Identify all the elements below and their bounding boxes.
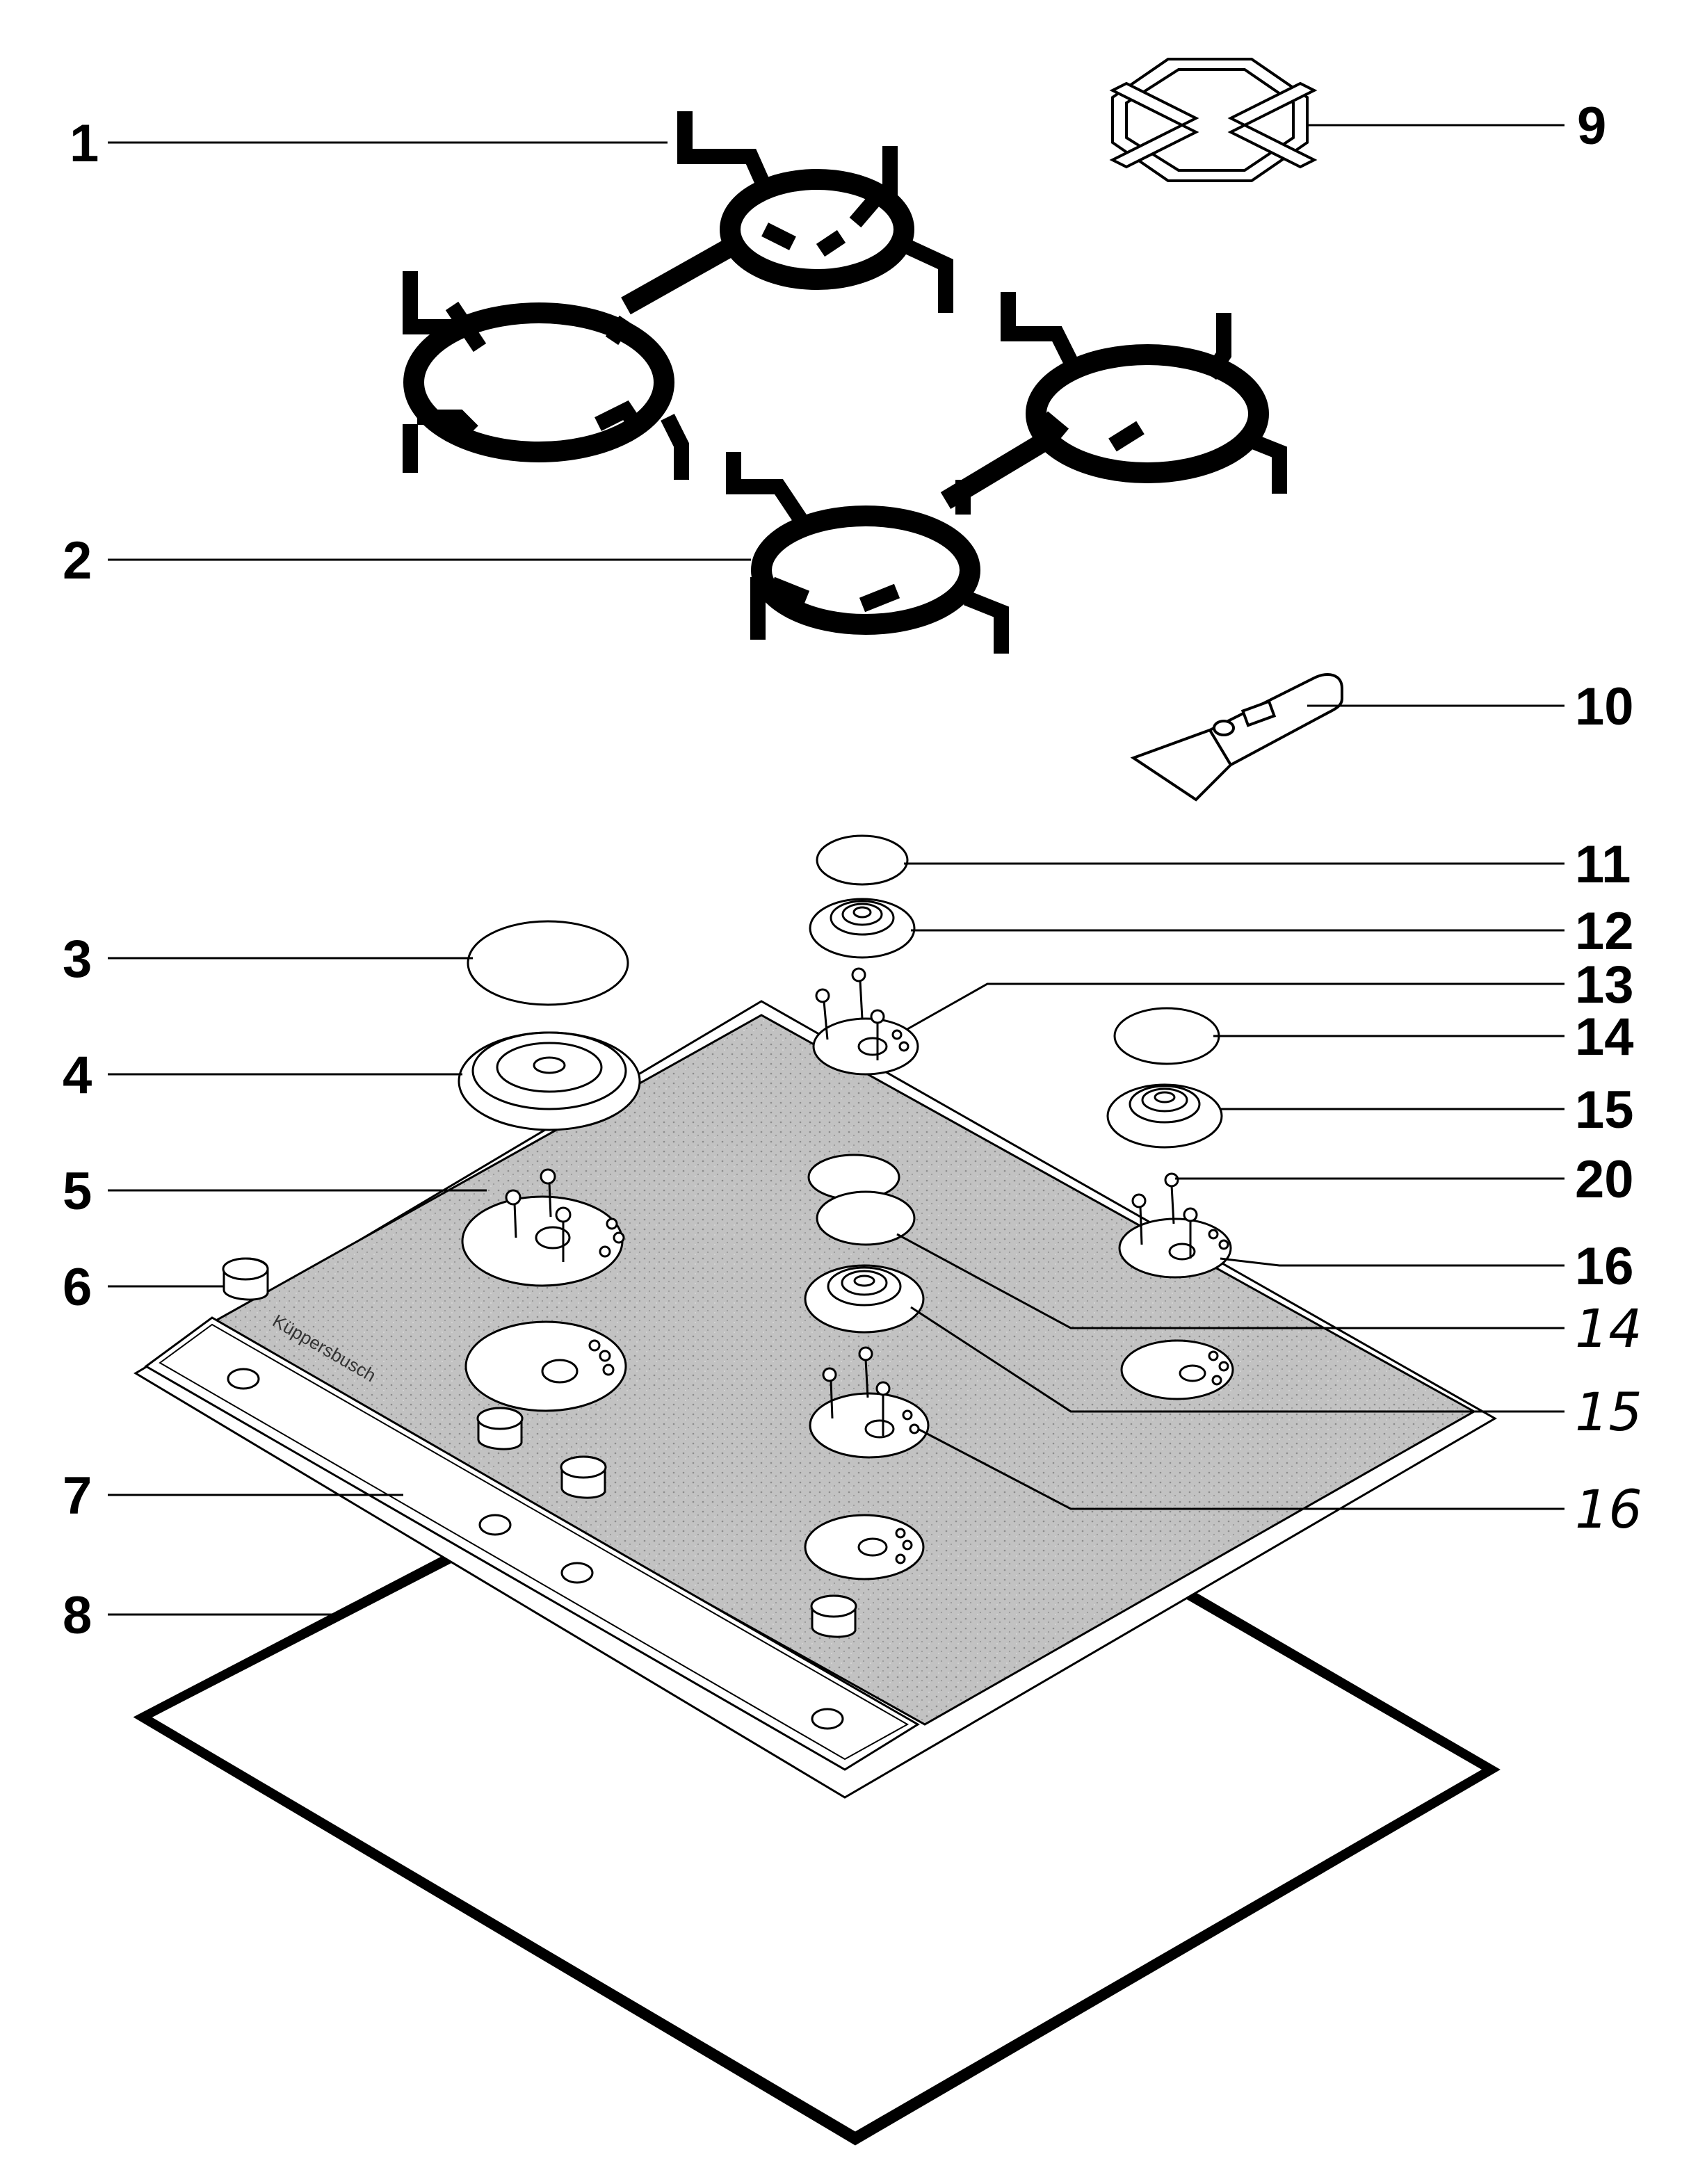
callout-16: 16 xyxy=(1575,1237,1634,1296)
callout-6: 6 xyxy=(63,1258,92,1317)
burner-cap-right xyxy=(1113,1007,1220,1065)
callout-13: 13 xyxy=(1575,955,1634,1014)
callout-5: 5 xyxy=(63,1162,92,1221)
callout-9: 9 xyxy=(1577,97,1606,156)
burner-cap-large xyxy=(467,920,629,1006)
burner-head-rear-small xyxy=(809,898,916,959)
callout-11: 11 xyxy=(1575,835,1631,894)
hob-top-plate: Küppersbusch xyxy=(134,1000,1498,1799)
knob-hole xyxy=(560,1562,594,1584)
burner-cap-center xyxy=(816,1190,916,1246)
callout-labels: 1 2 3 4 5 6 7 8 9 10 11 12 13 14 15 20 1… xyxy=(63,97,1642,1645)
wok-ring xyxy=(1109,58,1318,182)
callout-15-handwritten: 15 xyxy=(1575,1381,1642,1443)
burner-head-large xyxy=(458,1031,641,1131)
knob-hole xyxy=(811,1708,844,1730)
burner-head-center xyxy=(804,1264,925,1334)
callout-12: 12 xyxy=(1575,902,1634,961)
burner-base-right-front xyxy=(1120,1339,1234,1400)
scraper-tool xyxy=(1130,673,1343,802)
leader-lines xyxy=(108,124,1564,1616)
callout-10: 10 xyxy=(1575,677,1634,736)
callout-3: 3 xyxy=(63,930,92,989)
callout-1: 1 xyxy=(70,114,99,173)
control-knob xyxy=(810,1594,857,1638)
control-knob xyxy=(560,1455,607,1499)
callout-4: 4 xyxy=(63,1046,92,1105)
burner-base-large-left xyxy=(461,1195,625,1287)
burner-base-center-front xyxy=(804,1514,925,1580)
control-knob xyxy=(476,1407,524,1450)
callout-16-handwritten: 16 xyxy=(1575,1478,1642,1540)
burner-plate-rear xyxy=(812,967,919,1076)
pan-support-rear xyxy=(403,111,953,480)
callout-8: 8 xyxy=(63,1586,92,1645)
burner-plate-right xyxy=(1118,1172,1232,1279)
callout-7: 7 xyxy=(63,1466,92,1526)
burner-head-right xyxy=(1106,1083,1223,1149)
knob-hole xyxy=(478,1514,512,1536)
callout-14: 14 xyxy=(1575,1008,1634,1067)
callout-15: 15 xyxy=(1575,1081,1634,1140)
burner-plate-left xyxy=(505,1168,572,1262)
control-knob xyxy=(222,1257,269,1301)
burner-base-large-left-2 xyxy=(464,1320,627,1412)
pan-support-front xyxy=(726,292,1287,654)
knob-hole xyxy=(227,1368,260,1390)
callout-2: 2 xyxy=(63,531,92,590)
burner-plate-center xyxy=(809,1346,930,1459)
callout-14-handwritten: 14 xyxy=(1575,1297,1642,1359)
burner-cap-rear-small xyxy=(816,834,909,886)
callout-20: 20 xyxy=(1575,1150,1634,1209)
